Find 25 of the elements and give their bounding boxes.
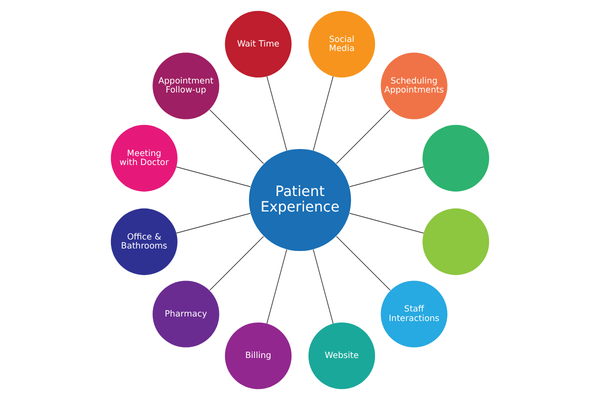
node-circle: Patient Experience	[248, 148, 352, 252]
node-circle: Wait Time	[224, 10, 292, 78]
node-circle: Staff Interactions	[380, 280, 448, 348]
connector	[266, 76, 288, 151]
connector	[349, 166, 424, 188]
node-circle: Scheduling Appointments	[380, 52, 448, 120]
connector	[266, 249, 288, 324]
connector	[336, 236, 391, 291]
connector	[312, 249, 334, 324]
node-circle: Appointment Follow-up	[152, 52, 220, 120]
node-circle: Pharmacy	[152, 280, 220, 348]
node-circle: Office & Bathrooms	[110, 208, 178, 276]
node-circle	[422, 124, 490, 192]
connector	[312, 76, 334, 151]
connector	[209, 109, 264, 164]
connector	[209, 236, 264, 291]
connector	[336, 109, 391, 164]
connector	[176, 166, 251, 188]
node-circle: Website	[308, 322, 376, 390]
connector	[176, 212, 251, 234]
node-circle: Billing	[224, 322, 292, 390]
node-circle	[422, 208, 490, 276]
connector	[349, 212, 424, 234]
node-circle: Social Media	[308, 10, 376, 78]
node-circle: Meeting with Doctor	[110, 124, 178, 192]
